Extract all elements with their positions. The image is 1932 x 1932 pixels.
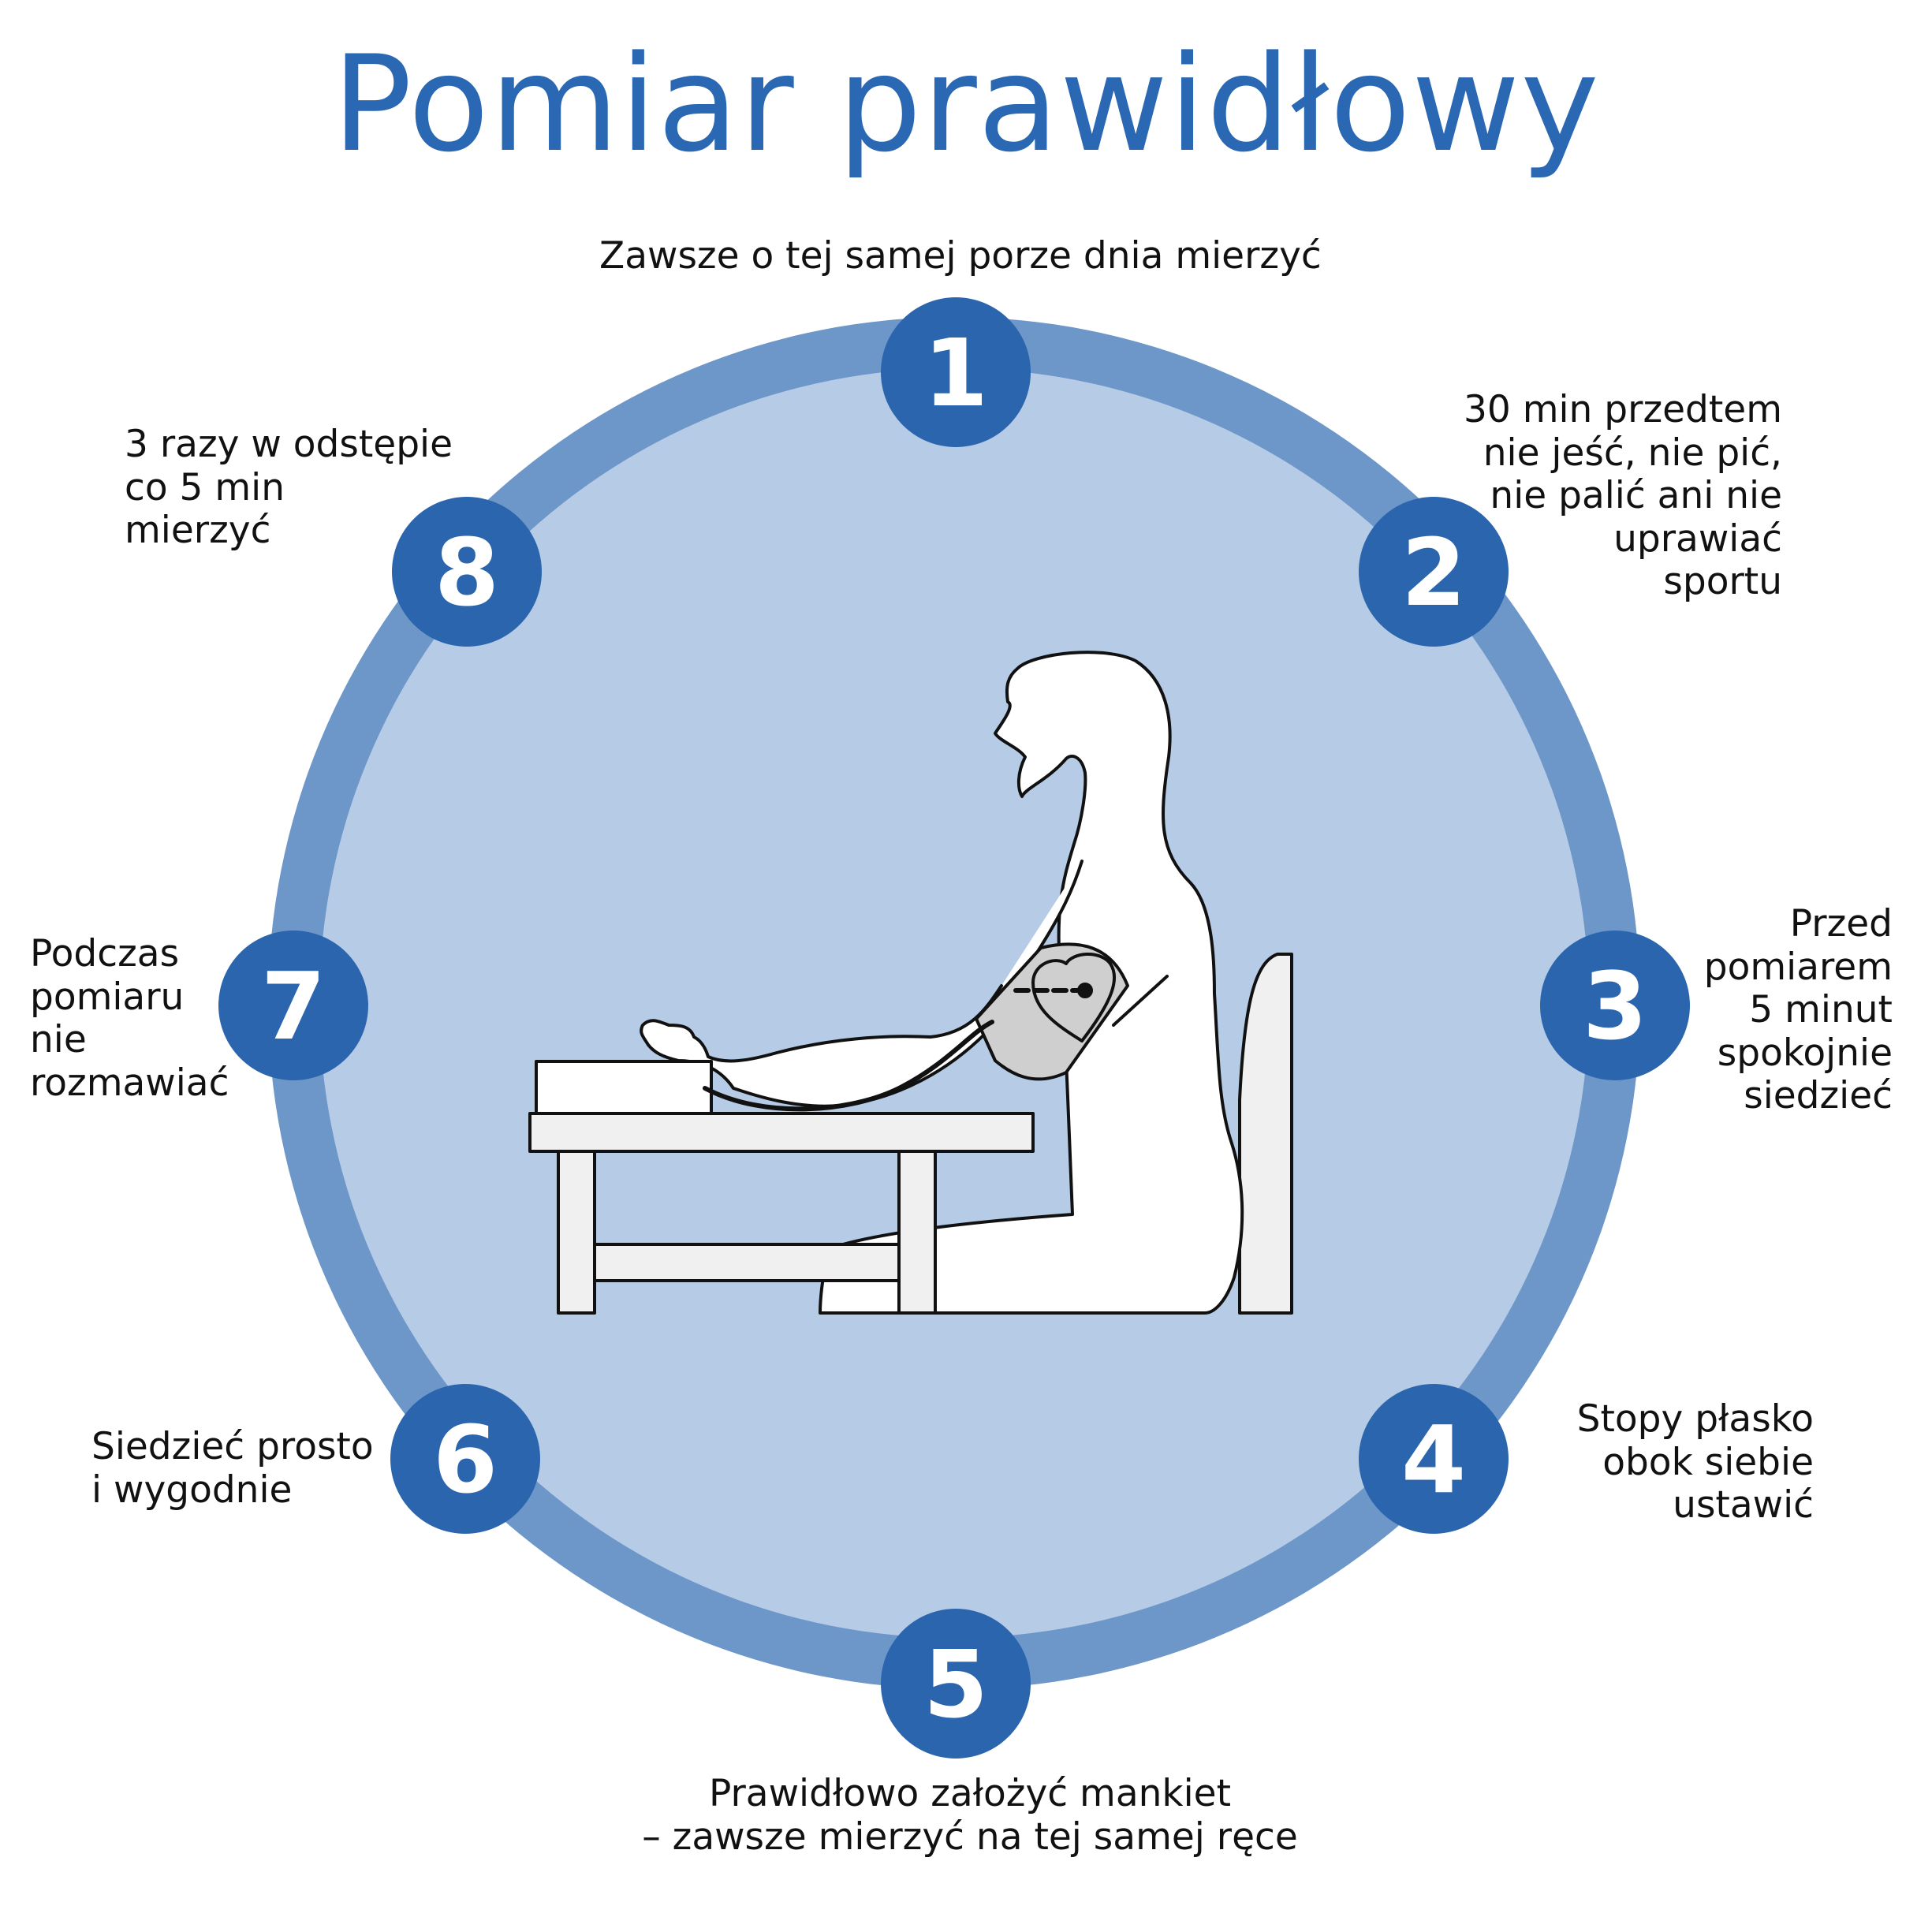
step-number: 6 [433, 1405, 498, 1514]
page-title: Pomiar prawidłowy [332, 27, 1600, 181]
step-text-3: Przed pomiarem 5 minut spokojnie siedzie… [1703, 902, 1893, 1118]
step-number: 4 [1401, 1405, 1466, 1514]
step-badge-1: 1 [881, 297, 1031, 447]
table-top [528, 1112, 1035, 1153]
step-number: 3 [1583, 952, 1647, 1061]
cuff-strap [1112, 975, 1169, 1027]
person-illustration [528, 651, 1293, 1315]
inner-disc [319, 368, 1589, 1638]
blood-pressure-monitor-icon [535, 1060, 713, 1115]
step-badge-circle [881, 297, 1031, 447]
step-badge-4: 4 [1359, 1384, 1509, 1534]
step-text-4: Stopy płasko obok siebie ustawić [1576, 1397, 1814, 1527]
step-badges: 1 2 3 4 5 6 7 8 [218, 297, 1690, 1759]
person-body [819, 651, 1244, 1315]
table-leg-left [557, 1150, 596, 1315]
step-number: 1 [923, 319, 988, 427]
step-number: 7 [261, 952, 326, 1061]
step-text-6: Siedzieć prosto i wygodnie [91, 1425, 374, 1512]
step-number: 2 [1401, 518, 1466, 627]
step-badge-8: 8 [392, 497, 542, 647]
step-text-7: Podczas pomiaru nie rozmawiać [30, 932, 229, 1105]
table-leg-right [897, 1150, 937, 1315]
step-badge-5: 5 [881, 1609, 1031, 1759]
chair-back [1238, 953, 1293, 1315]
step-badge-2: 2 [1359, 497, 1509, 647]
step-badge-circle [218, 931, 368, 1080]
step-badge-7: 7 [218, 931, 368, 1080]
step-text-5: Prawidłowo założyć mankiet – zawsze mier… [642, 1772, 1298, 1859]
step-badge-3: 3 [1540, 931, 1690, 1080]
step-text-1: Zawsze o tej samej porze dnia mierzyć [599, 234, 1322, 278]
step-badge-circle [1540, 931, 1690, 1080]
step-badge-circle [392, 497, 542, 647]
monitor-tube [703, 1020, 994, 1112]
step-text-8: 3 razy w odstępie co 5 min mierzyć [125, 423, 453, 553]
step-badge-circle [1359, 497, 1509, 647]
step-badge-circle [1359, 1384, 1509, 1534]
step-badge-6: 6 [390, 1384, 540, 1534]
step-number: 8 [435, 518, 499, 627]
table-crossbar [593, 1243, 901, 1282]
heart-icon [1031, 952, 1117, 1042]
step-text-2: 30 min przedtem nie jeść, nie pić, nie p… [1463, 388, 1782, 604]
step-number: 5 [923, 1630, 988, 1739]
heart-dot [1077, 983, 1093, 998]
step-badge-circle [390, 1384, 540, 1534]
step-badge-circle [881, 1609, 1031, 1759]
